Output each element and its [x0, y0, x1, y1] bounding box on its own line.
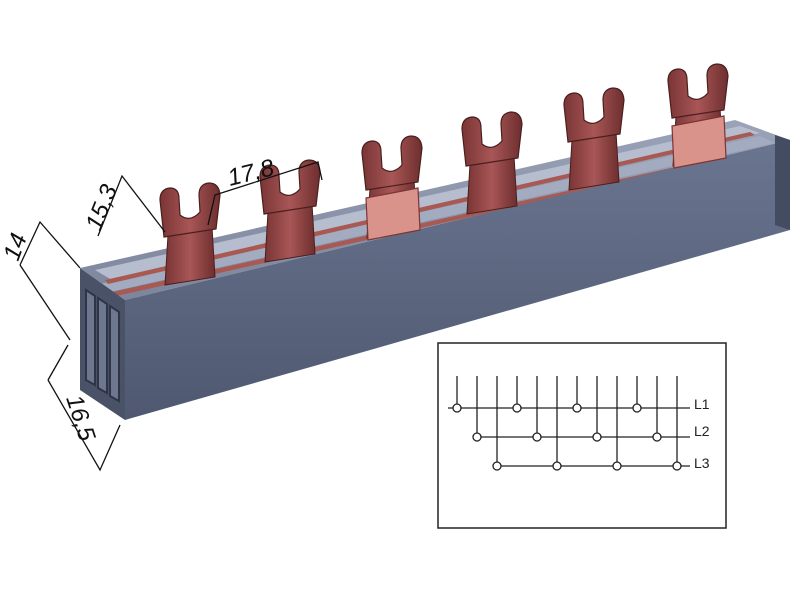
housing-front: [125, 140, 790, 420]
fork-terminal: [159, 182, 221, 286]
fork-terminals: [159, 63, 729, 286]
phase-label-l3: L3: [694, 455, 710, 471]
fork-terminal: [563, 87, 625, 191]
end-face-ribs: [85, 288, 120, 403]
housing-right-end: [775, 135, 790, 230]
dimension-height-a: 14: [0, 230, 33, 264]
schematic-frame: [437, 342, 727, 529]
fork-terminal: [461, 111, 523, 215]
phase-label-l1: L1: [694, 396, 710, 412]
schematic-lines: [448, 376, 690, 471]
terminal-clip: [671, 115, 727, 169]
phase-label-l2: L2: [694, 423, 710, 439]
wiring-schematic: L1 L2 L3: [437, 342, 727, 529]
fork-terminal: [259, 159, 321, 263]
dimension-lines: [19, 161, 323, 472]
terminal-clip: [365, 187, 421, 241]
